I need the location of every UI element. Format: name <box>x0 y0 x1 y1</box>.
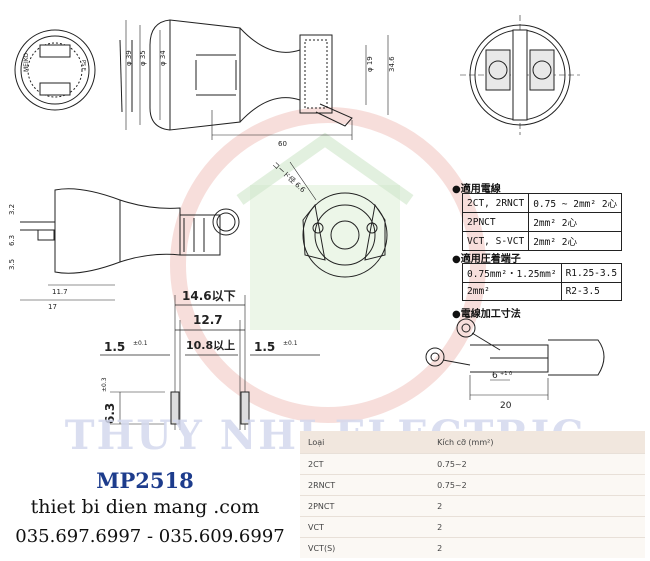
size-cell: 0.75~2 <box>429 453 645 475</box>
table-header-row: Loại Kích cỡ (mm²) <box>300 431 645 454</box>
column-header-size: Kích cỡ (mm²) <box>429 431 645 454</box>
terminal-cell: R1.25-3.5 <box>560 263 623 283</box>
plug-side-view <box>119 19 389 140</box>
pin-width-right-tol: ±0.1 <box>283 340 298 347</box>
wire-length: 20 <box>500 401 512 411</box>
wire-strip-length: 6 <box>492 371 498 381</box>
type-cell: VCT(S) <box>300 537 430 558</box>
dim-34-6: 34.6 <box>388 56 396 72</box>
size-cell: 2 <box>429 495 645 517</box>
plug-front-view: MEIKO PS E <box>14 29 96 111</box>
dim-34: φ 34 <box>159 50 167 66</box>
wire-type-cell: VCT, S-VCT <box>461 231 530 251</box>
dim-60: 60 <box>278 140 287 148</box>
wire-size-cell: 0.75mm²・1.25mm² <box>462 263 562 283</box>
phone-numbers: 035.697.6997 - 035.609.6997 <box>15 526 285 547</box>
website-text: thiet bi dien mang .com <box>30 496 260 518</box>
pin-width-left-tol: ±0.1 <box>133 340 148 347</box>
pin-width-right: 1.5 <box>254 340 275 354</box>
size-cell: 0.75~2 <box>429 474 645 496</box>
applicable-wire-title: ●適用電線 <box>452 184 501 195</box>
dim-39: φ 39 <box>125 50 133 66</box>
column-header-type: Loại <box>300 431 430 454</box>
wire-size-cell: 2mm² <box>462 282 562 301</box>
dim-3-2: 3.2 <box>8 204 16 215</box>
size-cell: 2 <box>429 516 645 538</box>
wire-size-cell: 2mm² 2心 <box>528 231 623 251</box>
plug-cross-section <box>460 15 580 135</box>
wire-processing-drawing <box>425 318 605 400</box>
pin-height-tol: ±0.3 <box>101 377 108 392</box>
product-code: MP2518 <box>96 468 194 493</box>
table-row: VCT(S)2 <box>300 537 645 558</box>
technical-drawing: MEIKO PS E <box>8 15 605 430</box>
dim-cord: コード径 6.6 <box>271 160 308 195</box>
wire-size-cell: 2mm² 2心 <box>528 212 623 232</box>
dim-11-7: 11.7 <box>52 288 68 296</box>
svg-text:MEIKO: MEIKO <box>23 53 30 72</box>
pin-pitch: 12.7 <box>193 313 223 327</box>
type-cell: VCT <box>300 516 430 538</box>
dim-19: φ 19 <box>366 56 374 72</box>
svg-text:PS E: PS E <box>80 60 86 71</box>
wire-processing-title: ●電線加工寸法 <box>452 309 521 320</box>
type-cell: 2RNCT <box>300 474 430 496</box>
pin-total-width: 14.6以下 <box>182 289 236 303</box>
pin-dimension-drawing <box>100 295 320 430</box>
type-cell: 2PNCT <box>300 495 430 517</box>
dim-3-5: 3.5 <box>8 259 16 270</box>
pin-width-left: 1.5 <box>104 340 125 354</box>
pin-height: 6.3 <box>103 403 117 424</box>
plug-rear-view <box>289 161 388 278</box>
wire-type-cell: 2PNCT <box>461 212 530 232</box>
plug-side-view-lower <box>20 188 240 301</box>
pin-inner-width: 10.8以上 <box>186 338 235 352</box>
wire-strip-tol: +1 0 <box>500 371 512 377</box>
dim-6-3: 6.3 <box>8 235 16 246</box>
crimp-terminal-title: ●適用圧着端子 <box>452 254 521 265</box>
wire-size-cell: 0.75 ~ 2mm² 2心 <box>528 193 623 213</box>
dim-17: 17 <box>48 303 57 311</box>
wire-type-cell: 2CT, 2RNCT <box>461 193 530 213</box>
size-cell: 2 <box>429 537 645 558</box>
dim-35: φ 35 <box>139 50 147 66</box>
type-cell: 2CT <box>300 453 430 475</box>
terminal-cell: R2-3.5 <box>560 282 623 301</box>
